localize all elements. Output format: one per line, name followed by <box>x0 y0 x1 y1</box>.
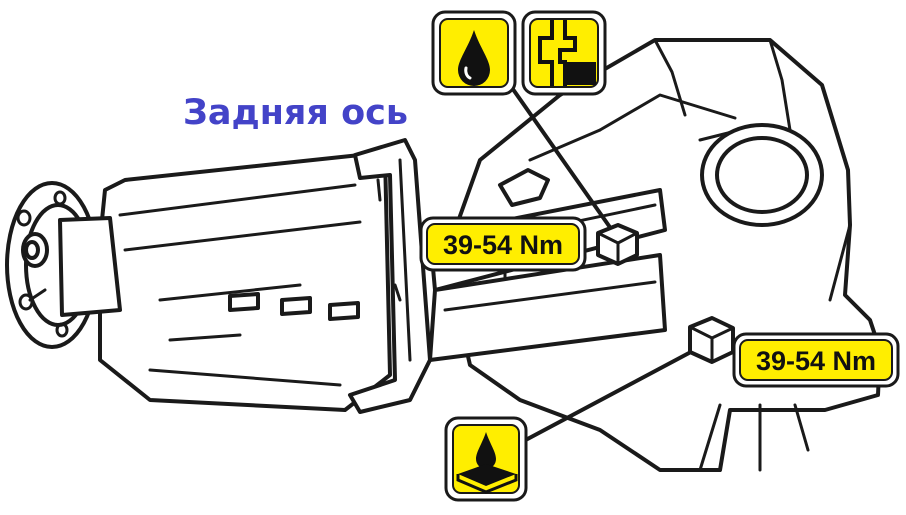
diagram-title: Задняя ось <box>183 93 408 133</box>
wheel-hub <box>5 181 122 349</box>
fill-plug <box>596 223 639 266</box>
torque-value-upper: 39-54 Nm <box>443 230 563 260</box>
axle-bracket <box>348 138 432 414</box>
axle-tube <box>98 153 392 412</box>
oil-drop-icon <box>431 10 517 96</box>
torque-value-lower: 39-54 Nm <box>756 346 876 376</box>
drain-plug <box>688 316 735 364</box>
oil-drain-icon <box>444 416 528 502</box>
torque-label-upper: 39-54 Nm <box>419 216 587 272</box>
torque-label-lower: 39-54 Nm <box>732 332 900 388</box>
fill-level-icon <box>521 10 607 96</box>
